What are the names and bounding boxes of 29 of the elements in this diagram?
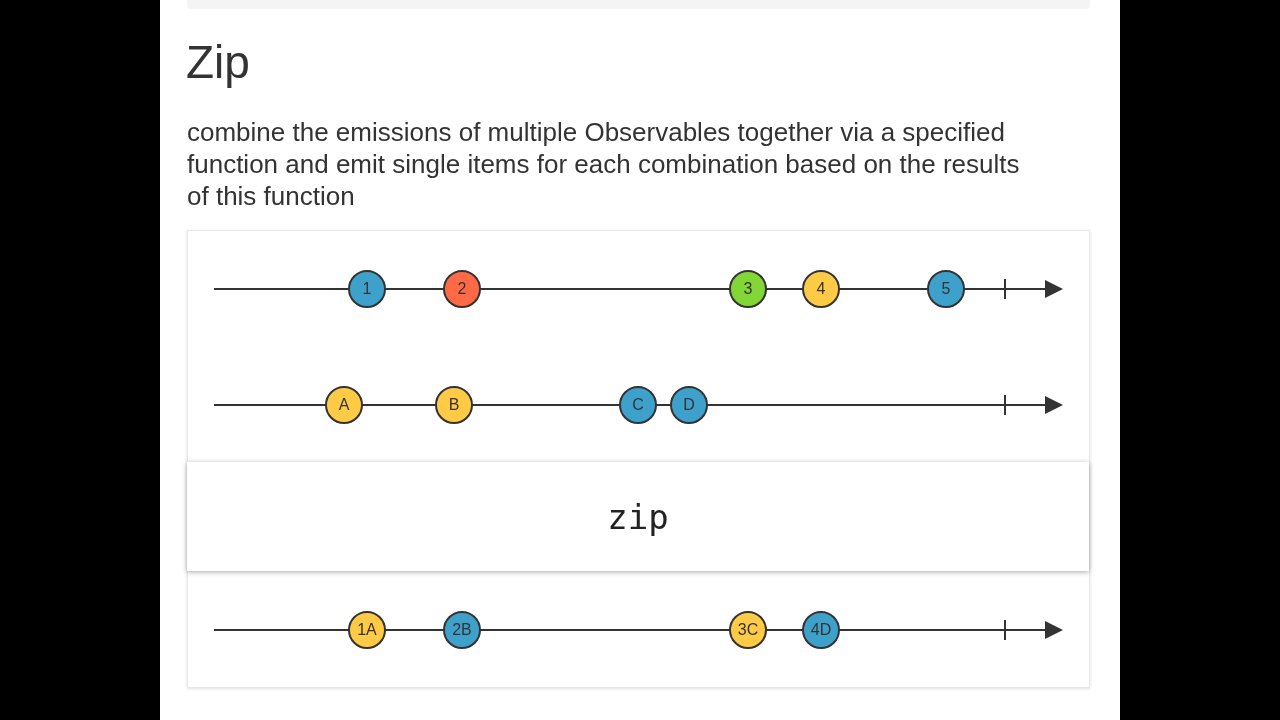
description-text: combine the emissions of multiple Observables together via a specified function and emit single items for each combination based on the results of this function	[187, 116, 1021, 212]
marble-label: 1	[362, 280, 372, 298]
marble-label: 1A	[357, 621, 377, 639]
marble-label: 2B	[452, 621, 472, 639]
marble	[325, 386, 363, 424]
marble-label: 4D	[810, 621, 832, 639]
marble	[443, 611, 481, 649]
marble	[802, 611, 840, 649]
marble	[670, 386, 708, 424]
marble-label: 2	[457, 280, 467, 298]
marble-label: D	[683, 396, 695, 414]
marble	[729, 270, 767, 308]
marble-label: A	[338, 396, 350, 414]
marble	[348, 611, 386, 649]
marble-label: B	[448, 396, 460, 414]
marble	[927, 270, 965, 308]
marble-label: 3C	[737, 621, 759, 639]
title: Zip	[186, 36, 250, 88]
marble	[619, 386, 657, 424]
marble	[802, 270, 840, 308]
marble	[435, 386, 473, 424]
marble	[348, 270, 386, 308]
operator-box: zip	[187, 462, 1089, 571]
marble-label: 4	[816, 280, 826, 298]
marble	[443, 270, 481, 308]
marble-label: C	[632, 396, 644, 414]
marble-label: 5	[941, 280, 951, 298]
marble-label: 3	[743, 280, 753, 298]
marble	[729, 611, 767, 649]
